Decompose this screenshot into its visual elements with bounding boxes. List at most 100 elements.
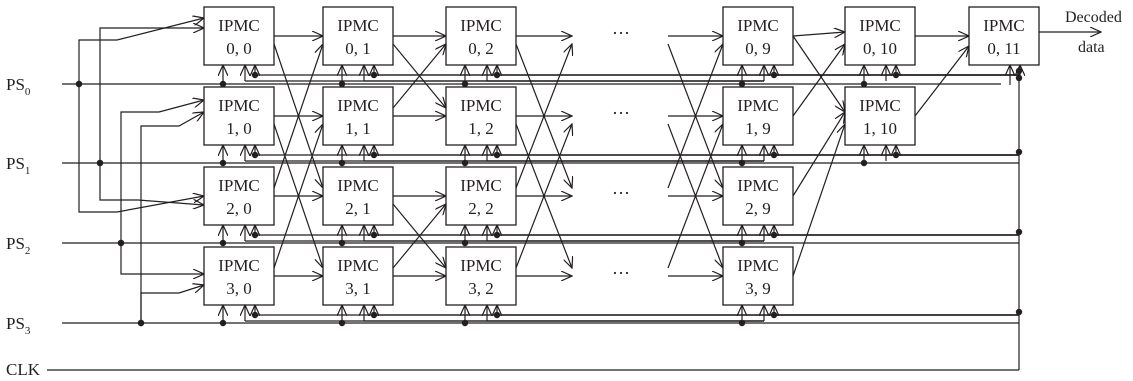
junction-dot xyxy=(1015,148,1023,156)
input-label-ps0: PS0 xyxy=(6,75,31,98)
junction-dot xyxy=(1015,308,1023,316)
ipmc-title: IPMC xyxy=(218,16,260,35)
ipmc-box-frame xyxy=(203,246,275,306)
c10-to-c11-1 xyxy=(914,46,969,117)
ipmc-title: IPMC xyxy=(337,256,379,275)
junction-dot xyxy=(770,231,778,239)
ipmc-box-frame xyxy=(722,6,794,66)
butterfly-in-4 xyxy=(667,44,723,189)
input-label-ps2: PS2 xyxy=(6,234,30,257)
ipmc-index: 0, 0 xyxy=(226,39,252,58)
ipmc-box-frame xyxy=(322,246,394,306)
ipmc-box-frame xyxy=(203,86,275,146)
ipmc-box-frame xyxy=(445,6,517,66)
c9-to-c10-2 xyxy=(792,112,845,197)
ipmc-box-frame xyxy=(445,86,517,146)
junction-dot xyxy=(1015,67,1023,75)
junction-dot xyxy=(892,71,900,79)
output-label-decoded: Decoded xyxy=(1065,9,1122,26)
signal-labels: PS0 PS1 PS2 PS3 CLK Decoded data … … … … xyxy=(6,9,1122,379)
junction-dot xyxy=(461,239,469,247)
ps-tap-5 xyxy=(120,243,204,274)
ipmc-title: IPMC xyxy=(859,16,901,35)
c9-to-c10-1 xyxy=(792,44,845,117)
butterfly-c0-6 xyxy=(273,124,323,269)
input-label-ps3: PS3 xyxy=(6,314,31,337)
junction-dot xyxy=(370,231,378,239)
butterfly-out-6 xyxy=(515,124,572,269)
ps-tap-3 xyxy=(99,163,204,205)
junction-dot xyxy=(251,311,259,319)
junction-dot xyxy=(338,159,346,167)
c9-to-c10-3 xyxy=(792,124,845,277)
ipmc-block-3-1: IPMC 3, 1 xyxy=(322,246,394,306)
junction-dot xyxy=(338,80,346,88)
junction-dot xyxy=(137,319,145,327)
junction-dot xyxy=(738,319,746,327)
junction-dot xyxy=(251,71,259,79)
ipmc-box-frame xyxy=(445,246,517,306)
junction-dot xyxy=(370,311,378,319)
junction-dot xyxy=(738,239,746,247)
ipmc-title: IPMC xyxy=(737,256,779,275)
ps-tap-2 xyxy=(99,28,204,163)
ipmc-box-frame xyxy=(322,6,394,66)
junction-dot xyxy=(738,159,746,167)
ipmc-box-frame xyxy=(322,166,394,226)
butterfly-out-4 xyxy=(515,44,572,189)
ipmc-box-frame xyxy=(445,166,517,226)
output-label-data: data xyxy=(1078,39,1105,56)
junction-dot xyxy=(461,319,469,327)
ipmc-title: IPMC xyxy=(337,176,379,195)
junction-dot xyxy=(1015,228,1023,236)
ps-tap-7 xyxy=(140,285,204,323)
junction-dot xyxy=(461,159,469,167)
butterfly-c1-6 xyxy=(392,204,446,269)
junction-dot xyxy=(117,239,125,247)
junction-dot xyxy=(219,80,227,88)
ps-tap-4 xyxy=(120,100,204,243)
ipmc-title: IPMC xyxy=(859,96,901,115)
junction-dot xyxy=(1015,74,1023,82)
ipmc-box-frame xyxy=(968,6,1040,66)
ipmc-box-frame xyxy=(322,86,394,146)
ipmc-index: 2, 0 xyxy=(226,199,252,218)
ipmc-title: IPMC xyxy=(218,176,260,195)
ipmc-index: 2, 2 xyxy=(468,199,494,218)
junction-dot xyxy=(370,71,378,79)
ipmc-box-frame xyxy=(722,166,794,226)
ellipsis-row-0: … xyxy=(612,18,630,38)
ellipsis-row-3: … xyxy=(612,258,630,278)
ipmc-index: 3, 1 xyxy=(345,279,371,298)
ipmc-block-0-0: IPMC 0, 0 xyxy=(203,6,275,66)
junction-dot xyxy=(860,159,868,167)
butterfly-c1-2 xyxy=(392,44,446,109)
ipmc-index: 0, 11 xyxy=(987,39,1020,58)
ps-tap-6 xyxy=(140,112,204,323)
junction-dot xyxy=(892,151,900,159)
ipmc-index: 1, 0 xyxy=(226,119,252,138)
ipmc-box-frame xyxy=(844,6,916,66)
junction-dot xyxy=(493,311,501,319)
junction-dot xyxy=(493,231,501,239)
junction-dot xyxy=(493,71,501,79)
ipmc-title: IPMC xyxy=(460,256,502,275)
ipmc-index: 2, 1 xyxy=(345,199,371,218)
junction-dot xyxy=(860,80,868,88)
ipmc-box-frame xyxy=(844,86,916,146)
ipmc-index: 3, 0 xyxy=(226,279,252,298)
ellipsis-row-1: … xyxy=(612,98,630,118)
ipmc-title: IPMC xyxy=(460,176,502,195)
ipmc-title: IPMC xyxy=(460,96,502,115)
